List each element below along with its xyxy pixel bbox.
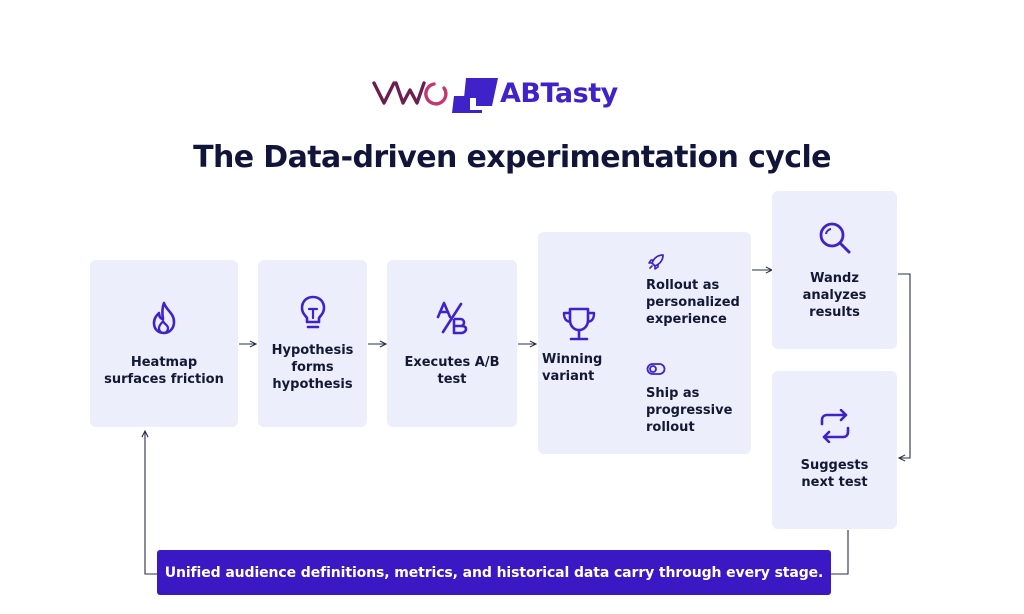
step-label: Suggests next test: [800, 458, 869, 490]
abtasty-mark-icon: [452, 78, 498, 113]
step-label: Heatmap surfaces friction: [104, 354, 224, 387]
arrow-suggests-to-banner: [831, 530, 849, 575]
lightbulb-icon: [300, 295, 325, 329]
arrow-wandz-to-suggests: [898, 273, 911, 458]
vwo-logo: [372, 81, 448, 106]
flame-icon: [152, 301, 176, 334]
trophy-icon: [562, 307, 596, 341]
arrow-banner-to-heatmap: [145, 431, 157, 575]
step-label: Hypothesis forms hypothesis: [271, 343, 354, 392]
page-title: The Data-driven experimentation cycle: [193, 140, 831, 175]
toggle-icon: [646, 363, 666, 375]
step-label: Winning variant: [542, 352, 603, 384]
refresh-cycle-icon: [820, 409, 849, 443]
branch-label: Rollout as personalized experience: [646, 278, 740, 327]
ab-test-icon: [436, 301, 468, 334]
logo-row: ABTasty: [0, 72, 1024, 118]
rocket-icon: [648, 254, 664, 270]
step-heatmap: Heatmap surfaces friction: [90, 260, 238, 427]
step-suggests: Suggests next test: [772, 371, 897, 529]
step-wandz: Wandz analyzes results: [772, 191, 897, 349]
banner: Unified audience definitions, metrics, a…: [157, 550, 831, 595]
step-label: Wandz analyzes results: [802, 270, 867, 320]
search-icon: [819, 222, 850, 253]
abtasty-logo-text: ABTasty: [500, 78, 618, 109]
step-winning-variant: Winning variant Rollout as personalized …: [538, 232, 751, 454]
step-label: Executes A/B test: [404, 354, 500, 387]
step-hypothesis: Hypothesis forms hypothesis: [258, 260, 367, 427]
branch-label: Ship as progressive rollout: [646, 386, 733, 435]
step-ab-test: Executes A/B test: [387, 260, 517, 427]
